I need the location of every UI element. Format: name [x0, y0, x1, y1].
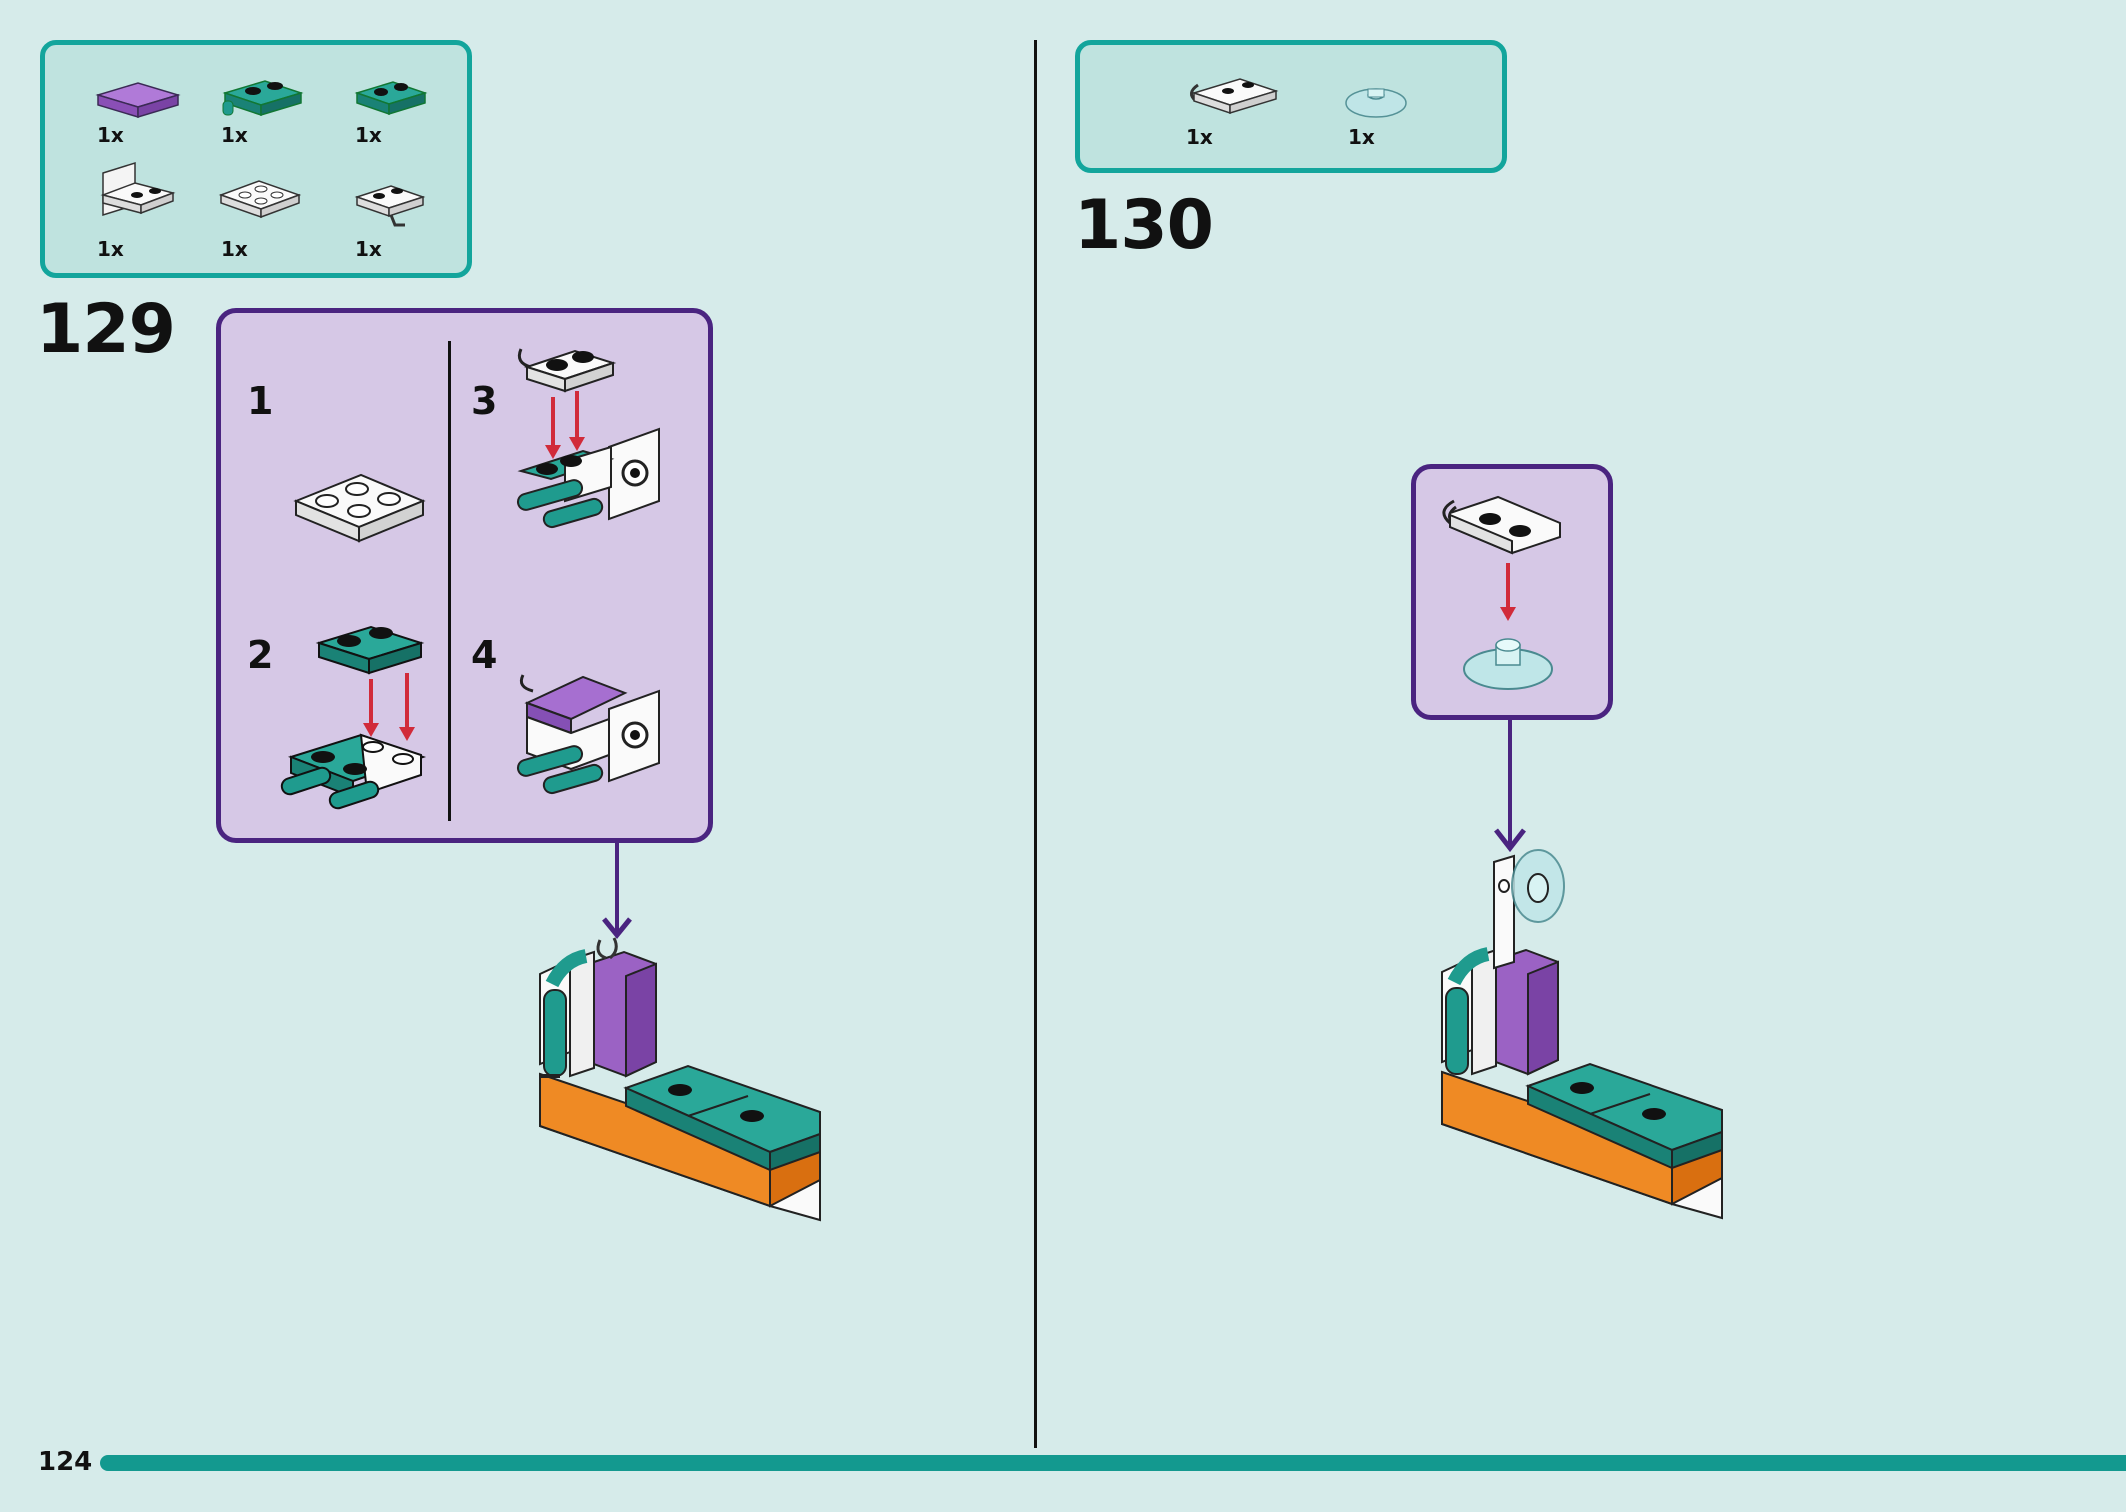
step-number-130: 130: [1074, 186, 1214, 265]
page-number: 124: [38, 1447, 93, 1477]
step-number-129: 129: [36, 290, 176, 369]
parts-list-129: 1x 1x 1x 1x 1x: [40, 40, 472, 278]
substep-3-number: 3: [471, 379, 498, 423]
substep-3-bracket-illustration: [516, 348, 660, 529]
model-illustration-130: [1441, 849, 1723, 1220]
parts-list-130: 1x 1x: [1075, 40, 1507, 173]
model-illustration-129: [539, 937, 821, 1222]
substep-4-number: 4: [471, 633, 498, 677]
part-qty: 1x: [97, 123, 124, 147]
transparent-dish-icon: [1345, 88, 1407, 118]
substep-2-number: 2: [247, 633, 274, 677]
subassembly-callout-129: 1 2 3 4: [216, 308, 713, 843]
substep-1-white-plate-illustration: [293, 473, 426, 543]
substep-1-number: 1: [247, 379, 274, 423]
callout-130-illustration: [1442, 495, 1561, 690]
substep-2-teal-plate-illustration: [280, 625, 427, 810]
progress-bar: [100, 1455, 2126, 1471]
substep-4-purple-tile-illustration: [516, 674, 660, 795]
white-plate-with-clip-icon: [354, 185, 426, 227]
subassembly-callout-130: [1411, 464, 1613, 720]
teal-plate-1x2-icon: [354, 81, 428, 116]
part-qty: 1x: [221, 237, 248, 261]
white-plate-2x2-icon: [218, 180, 302, 219]
purple-tile-icon: [95, 82, 181, 119]
white-bracket-icon: [100, 161, 176, 217]
page-divider: [1034, 40, 1037, 1448]
part-qty: 1x: [221, 123, 248, 147]
teal-plate-with-clips-icon: [222, 80, 304, 117]
part-qty: 1x: [355, 237, 382, 261]
part-qty: 1x: [355, 123, 382, 147]
part-qty: 1x: [1348, 125, 1375, 149]
callout-arrow-130: [1494, 720, 1526, 853]
white-plate-with-bar-icon: [1190, 78, 1279, 115]
part-qty: 1x: [97, 237, 124, 261]
part-qty: 1x: [1186, 125, 1213, 149]
callout-arrow-129: [602, 843, 632, 939]
callout-divider: [448, 341, 451, 821]
